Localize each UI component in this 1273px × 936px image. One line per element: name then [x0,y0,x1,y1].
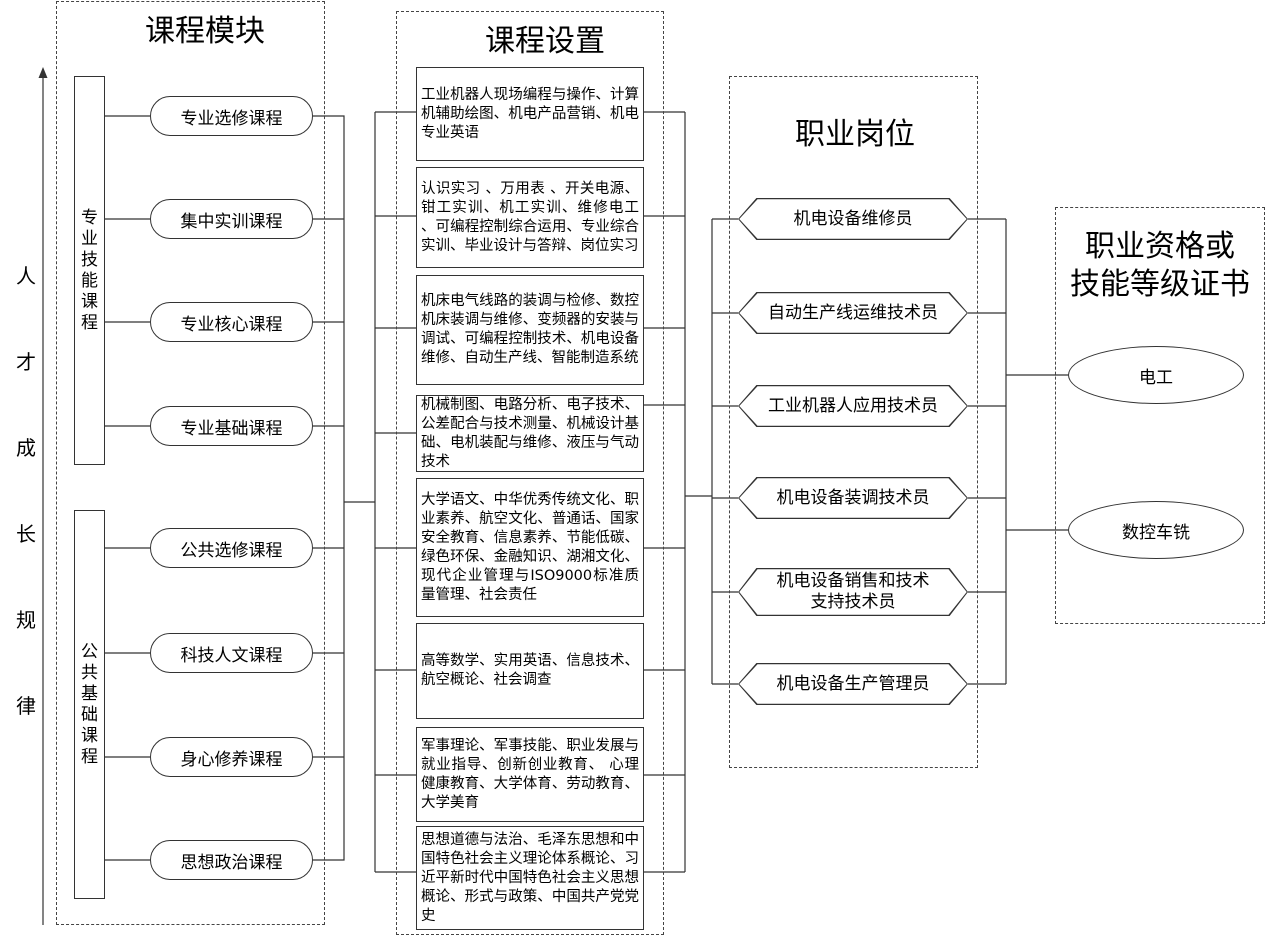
growth-arrow-head [38,67,48,78]
job-label: 机电设备销售和技术 支持技术员 [739,569,967,615]
course-box: 工业机器人现场编程与操作、计算机辅助绘图、机电产品营销、机电专业英语 [416,67,644,161]
job-box: 机电设备维修员 [738,198,968,240]
setup-heading: 课程设置 [485,24,605,59]
job-box: 机电设备生产管理员 [738,663,968,705]
course-text: 军事理论、军事技能、职业发展与就业指导、创新创业教育、 心理健康教育、大学体育、… [421,737,639,811]
course-text: 高等数学、实用英语、信息技术、航空概论、社会调查 [421,653,639,688]
module-pill: 公共选修课程 [150,528,313,568]
cert-oval: 数控车铣 [1068,501,1244,559]
cert-oval: 电工 [1068,346,1244,404]
group-public: 公共基础课程 [74,510,105,899]
jobs-heading: 职业岗位 [795,117,915,152]
course-box: 机械制图、电路分析、电子技术、公差配合与技术测量、机械设计基础、电机装配与维修、… [416,395,644,472]
growth-char-4: 长 [16,522,36,546]
certs-heading: 职业资格或 技能等级证书 [1070,229,1250,302]
job-box: 自动生产线运维技术员 [738,292,968,334]
course-text: 认识实习 、万用表 、开关电源、钳工实训、机工实训、维修电工 、可编程控制综合运… [421,180,639,254]
growth-char-6: 律 [16,694,36,718]
module-pill: 集中实训课程 [150,199,313,239]
course-text: 大学语文、中华优秀传统文化、职业素养、航空文化、普通话、国家安全教育、信息素养、… [421,491,639,603]
job-box: 工业机器人应用技术员 [738,385,968,427]
growth-char-1: 人 [16,264,36,288]
job-label: 自动生产线运维技术员 [739,293,967,333]
course-box: 高等数学、实用英语、信息技术、航空概论、社会调查 [416,623,644,719]
setup-column [396,11,664,935]
module-pill: 专业选修课程 [150,96,313,136]
course-text: 机床电气线路的装调与检修、数控机床装调与维修、变频器的安装与调试、可编程控制技术… [421,293,639,366]
course-box: 认识实习 、万用表 、开关电源、钳工实训、机工实训、维修电工 、可编程控制综合运… [416,167,644,268]
job-label: 机电设备装调技术员 [739,478,967,518]
growth-char-2: 才 [16,350,36,374]
group-professional: 专业技能课程 [74,76,105,465]
growth-char-5: 规 [16,608,36,632]
group-public-label: 公共基础课程 [81,641,98,767]
job-box: 机电设备装调技术员 [738,477,968,519]
course-box: 军事理论、军事技能、职业发展与就业指导、创新创业教育、 心理健康教育、大学体育、… [416,727,644,822]
course-text: 机械制图、电路分析、电子技术、公差配合与技术测量、机械设计基础、电机装配与维修、… [421,396,639,470]
modules-column [56,1,325,925]
course-text: 思想道德与法治、毛泽东思想和中国特色社会主义理论体系概论、习近平新时代中国特色社… [421,831,639,924]
module-pill: 身心修养课程 [150,737,313,777]
job-label: 工业机器人应用技术员 [739,386,967,426]
modules-heading: 课程模块 [145,14,265,49]
job-box: 机电设备销售和技术 支持技术员 [738,568,968,616]
module-pill: 思想政治课程 [150,840,313,880]
course-box: 机床电气线路的装调与检修、数控机床装调与维修、变频器的安装与调试、可编程控制技术… [416,275,644,385]
group-professional-label: 专业技能课程 [81,207,98,333]
module-pill: 科技人文课程 [150,633,313,673]
growth-char-3: 成 [16,436,36,460]
jobs-column [729,76,978,768]
certs-column [1055,207,1265,624]
job-label: 机电设备维修员 [739,199,967,239]
module-pill: 专业核心课程 [150,302,313,342]
course-box: 思想道德与法治、毛泽东思想和中国特色社会主义理论体系概论、习近平新时代中国特色社… [416,826,644,930]
course-text: 工业机器人现场编程与操作、计算机辅助绘图、机电产品营销、机电专业英语 [421,86,639,141]
module-pill: 专业基础课程 [150,406,313,446]
job-label: 机电设备生产管理员 [739,664,967,704]
course-box: 大学语文、中华优秀传统文化、职业素养、航空文化、普通话、国家安全教育、信息素养、… [416,478,644,617]
